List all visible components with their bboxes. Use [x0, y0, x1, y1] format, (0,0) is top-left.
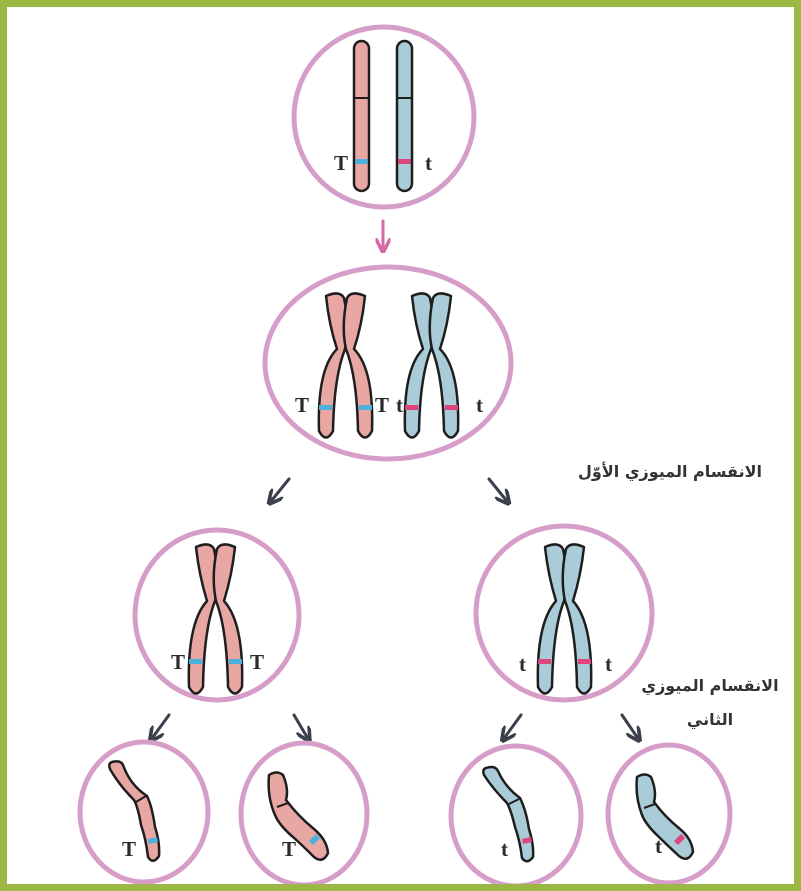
meiosis-diagram: T t T T t t T	[7, 7, 801, 891]
arrow-down-right-icon	[294, 715, 307, 737]
allele-label: t	[425, 151, 432, 175]
allele-label: t	[476, 393, 483, 417]
meiosis-2-label-line2: الثاني	[635, 705, 785, 735]
meiosis-1-label: الانقسام الميوزي الأوّل	[555, 457, 785, 487]
allele-label: T	[122, 837, 136, 861]
allele-label: t	[605, 652, 612, 676]
arrow-down-left-icon	[505, 715, 521, 737]
allele-label: t	[519, 652, 526, 676]
allele-label: t	[655, 834, 662, 858]
maternal-chromosome	[354, 41, 369, 191]
allele-label: t	[396, 393, 403, 417]
gamete-cell	[608, 745, 730, 883]
allele-label: T	[375, 393, 389, 417]
parent-cell	[294, 27, 474, 207]
allele-label: T	[334, 151, 348, 175]
allele-label: T	[282, 837, 296, 861]
arrow-down-left-icon	[153, 715, 169, 737]
gamete-cell	[241, 743, 367, 885]
allele-band-pink	[398, 159, 410, 164]
allele-label: T	[250, 650, 264, 674]
allele-label: t	[501, 837, 508, 861]
paternal-chromosome	[397, 41, 412, 191]
meiosis-2-label-line1: الانقسام الميوزي	[635, 671, 785, 701]
allele-label: T	[295, 393, 309, 417]
allele-label: T	[171, 650, 185, 674]
arrow-down-left-icon	[272, 479, 289, 500]
arrow-down-right-icon	[489, 479, 506, 500]
replicated-cell	[265, 267, 511, 459]
allele-band-blue	[355, 159, 367, 164]
